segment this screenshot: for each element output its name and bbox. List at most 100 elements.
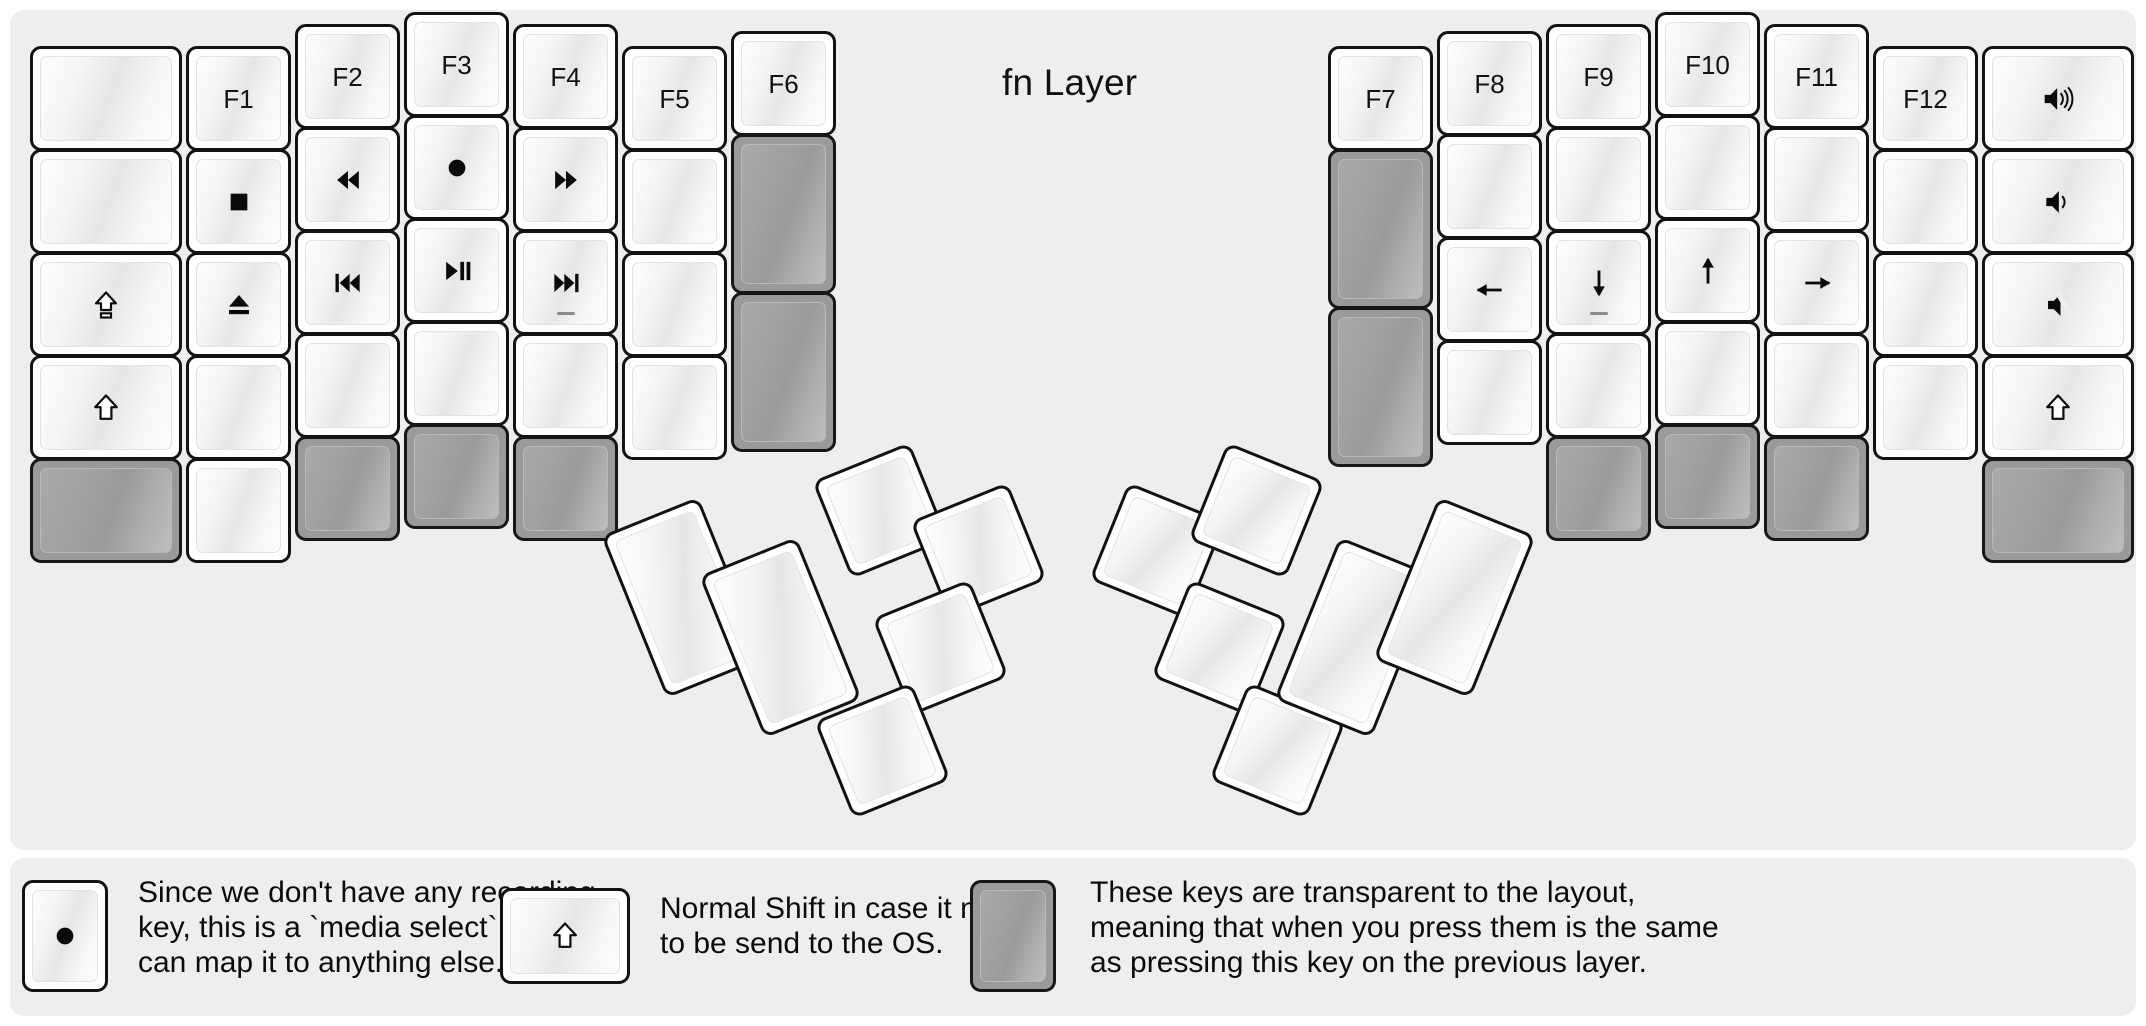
keycap-face <box>523 240 608 325</box>
keycap-face: F6 <box>741 41 826 126</box>
volume-up-icon <box>2038 79 2078 119</box>
key-R-c5-r4[interactable] <box>1764 333 1869 438</box>
key-L-c4-r2[interactable] <box>404 115 509 220</box>
key-L-c6-r4[interactable] <box>622 355 727 460</box>
key-L-c5-r2[interactable] <box>513 127 618 232</box>
key-L-c4-r4[interactable] <box>404 321 509 426</box>
keycap-face <box>40 159 172 244</box>
key-R-c3-r4[interactable] <box>1546 333 1651 438</box>
key-L-t2[interactable] <box>699 536 862 739</box>
key-L-c2-r2[interactable] <box>186 149 291 254</box>
keycap-face <box>196 262 281 347</box>
key-R-c1-r1[interactable]: F7 <box>1328 46 1433 151</box>
keycap-face: F11 <box>1774 34 1859 119</box>
key-L-c3-r4[interactable] <box>295 333 400 438</box>
keycap-face <box>1992 468 2124 553</box>
key-L-c7-r3[interactable] <box>731 292 836 452</box>
page-title: fn Layer <box>1002 62 1138 103</box>
key-label: F3 <box>441 49 472 80</box>
keycap-face: F2 <box>305 34 390 119</box>
keycap-face: F8 <box>1447 41 1532 126</box>
key-R-c7-r3[interactable] <box>1982 252 2134 357</box>
key-L-c1-r2[interactable] <box>30 149 182 254</box>
keycap-face <box>1774 446 1859 531</box>
keycap-face <box>40 365 172 450</box>
key-L-c1-r5[interactable] <box>30 458 182 563</box>
keycap-face <box>1992 56 2124 141</box>
key-R-c2-r4[interactable] <box>1437 340 1542 445</box>
key-R-c3-r3[interactable] <box>1546 230 1651 335</box>
key-R-c5-r1[interactable]: F11 <box>1764 24 1869 129</box>
media-record-icon <box>45 916 85 956</box>
keycap-face <box>40 56 172 141</box>
key-L-c1-r4[interactable] <box>30 355 182 460</box>
key-L-c4-r5[interactable] <box>404 424 509 529</box>
key-R-c7-r4[interactable] <box>1982 355 2134 460</box>
keycap-face <box>1665 228 1750 313</box>
key-R-c2-r3[interactable] <box>1437 237 1542 342</box>
key-L-c5-r1[interactable]: F4 <box>513 24 618 129</box>
key-R-c3-r2[interactable] <box>1546 127 1651 232</box>
keycap-face <box>1883 262 1968 347</box>
media-eject-icon <box>219 285 259 325</box>
key-R-c1-r2[interactable] <box>1328 149 1433 309</box>
keycap-face <box>827 695 938 806</box>
keycap-face <box>1992 365 2124 450</box>
key-L-c5-r3[interactable] <box>513 230 618 335</box>
keycap-face <box>414 228 499 313</box>
key-L-c2-r5[interactable] <box>186 458 291 563</box>
key-L-c6-r2[interactable] <box>622 149 727 254</box>
key-L-c3-r1[interactable]: F2 <box>295 24 400 129</box>
key-R-c7-r1[interactable] <box>1982 46 2134 151</box>
legend-text-legend-transparent: These keys are transparent to the layout… <box>1090 876 1719 979</box>
key-L-c2-r4[interactable] <box>186 355 291 460</box>
key-R-c6-r3[interactable] <box>1873 252 1978 357</box>
key-L-c4-r1[interactable]: F3 <box>404 12 509 117</box>
key-R-c4-r5[interactable] <box>1655 424 1760 529</box>
keycap-face <box>305 446 390 531</box>
key-L-c6-r1[interactable]: F5 <box>622 46 727 151</box>
key-R-c4-r4[interactable] <box>1655 321 1760 426</box>
key-L-c3-r2[interactable] <box>295 127 400 232</box>
key-L-c4-r3[interactable] <box>404 218 509 323</box>
key-L-c6-r3[interactable] <box>622 252 727 357</box>
key-R-c3-r5[interactable] <box>1546 436 1651 541</box>
key-L-c3-r5[interactable] <box>295 436 400 541</box>
key-R-t6[interactable] <box>1373 496 1536 699</box>
key-R-c5-r3[interactable] <box>1764 230 1869 335</box>
key-L-c1-r3[interactable] <box>30 252 182 357</box>
keycap-face <box>510 898 620 974</box>
key-R-c2-r1[interactable]: F8 <box>1437 31 1542 136</box>
keycap-face <box>1774 137 1859 222</box>
key-R-c6-r4[interactable] <box>1873 355 1978 460</box>
key-L-c1-r1[interactable] <box>30 46 182 151</box>
key-L-c7-r2[interactable] <box>731 134 836 294</box>
key-R-c5-r2[interactable] <box>1764 127 1869 232</box>
key-L-c2-r3[interactable] <box>186 252 291 357</box>
key-L-c2-r1[interactable]: F1 <box>186 46 291 151</box>
key-R-c4-r2[interactable] <box>1655 115 1760 220</box>
key-R-c3-r1[interactable]: F9 <box>1546 24 1651 129</box>
key-label: F1 <box>223 83 254 114</box>
keycap-face: F5 <box>632 56 717 141</box>
keycap-face <box>1556 240 1641 325</box>
key-L-c3-r3[interactable] <box>295 230 400 335</box>
keycap-face: F4 <box>523 34 608 119</box>
key-label: F8 <box>1474 68 1505 99</box>
key-R-c4-r3[interactable] <box>1655 218 1760 323</box>
key-L-c5-r5[interactable] <box>513 436 618 541</box>
key-R-c2-r2[interactable] <box>1437 134 1542 239</box>
keycap-face <box>632 262 717 347</box>
key-R-c7-r2[interactable] <box>1982 149 2134 254</box>
key-R-c7-r5[interactable] <box>1982 458 2134 563</box>
key-R-c6-r1[interactable]: F12 <box>1873 46 1978 151</box>
key-R-c6-r2[interactable] <box>1873 149 1978 254</box>
key-R-c5-r5[interactable] <box>1764 436 1869 541</box>
shift-up-arrow-icon <box>2038 388 2078 428</box>
keycap-face <box>196 365 281 450</box>
key-R-c1-r3[interactable] <box>1328 307 1433 467</box>
key-L-c5-r4[interactable] <box>513 333 618 438</box>
key-L-c7-r1[interactable]: F6 <box>731 31 836 136</box>
key-R-c4-r1[interactable]: F10 <box>1655 12 1760 117</box>
